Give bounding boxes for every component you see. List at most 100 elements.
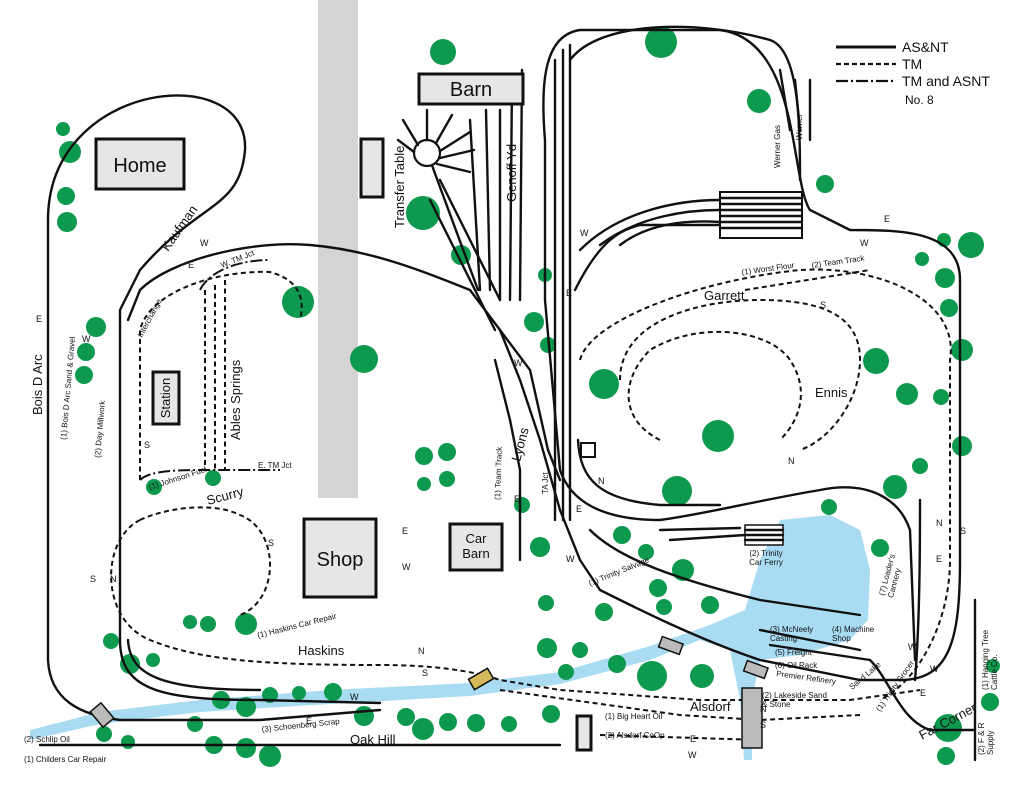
interchange-label: Interchange: [136, 297, 164, 339]
legend-both: TM and ASNT: [902, 73, 990, 89]
alsdorf-coop-label: (2) Alsdorf CoOp: [605, 731, 665, 740]
svg-text:S: S: [268, 538, 274, 548]
legend-asnt: AS&NT: [902, 39, 949, 55]
car-barn-building: [448, 522, 504, 572]
big-heart-oil-label: (1) Big Heart Oil: [605, 712, 663, 721]
svg-text:W: W: [860, 238, 869, 248]
transfer-table: [396, 108, 476, 174]
legend: AS&NT TM TM and ASNT No. 8: [836, 39, 990, 107]
trees: [56, 26, 1000, 767]
text-line: Casting: [770, 634, 797, 643]
werner-gas-label: Werner Gas: [773, 125, 782, 168]
garrett-label: Garrett: [704, 288, 745, 303]
hanging-tree-label: (1) Hanging TreeCattle Co.: [981, 629, 999, 690]
home-label: Home: [113, 155, 166, 177]
svg-text:N: N: [788, 456, 795, 466]
svg-text:W: W: [350, 692, 359, 702]
transfer-table-pit: [359, 137, 385, 199]
svg-text:S: S: [760, 720, 766, 730]
text-line: (1) Hanging Tree: [981, 629, 990, 690]
text-line: Supply: [986, 731, 995, 755]
svg-text:W: W: [930, 664, 939, 674]
trinity-salvage-label: (1) Trinity Salvage: [587, 555, 651, 588]
schlip-oil-label: (2) Schlip Oil: [24, 735, 70, 744]
garrett-marker: [580, 442, 596, 458]
ables-springs-label: Ables Springs: [228, 359, 243, 440]
svg-text:N: N: [418, 646, 425, 656]
svg-text:W: W: [580, 228, 589, 238]
svg-text:S: S: [422, 668, 428, 678]
team-track-lyons-label: (1) Team Track: [493, 446, 504, 500]
svg-text:S: S: [144, 440, 150, 450]
team-track-garrett-label: (2) Team Track: [811, 254, 866, 270]
childers-car-repair-label: (1) Childers Car Repair: [24, 755, 107, 764]
svg-text:W: W: [688, 750, 697, 760]
svg-text:N: N: [936, 518, 943, 528]
ferry-slip: [718, 191, 804, 546]
svg-text:E: E: [576, 504, 582, 514]
svg-text:W: W: [908, 642, 917, 652]
text-line: (2) Trinity: [749, 549, 782, 558]
dual-track: [139, 259, 280, 481]
legend-tm: TM: [902, 56, 922, 72]
svg-text:N: N: [110, 574, 117, 584]
day-millwork-label: (2) Day Millwork: [93, 399, 107, 458]
asnt-track: [38, 25, 977, 762]
svg-text:E: E: [402, 526, 408, 536]
text-line: (2) F & R: [977, 722, 986, 755]
svg-text:N: N: [760, 704, 767, 714]
svg-text:S: S: [90, 574, 96, 584]
text-line: (3) McNeely: [770, 625, 813, 634]
station-label: Station: [158, 378, 173, 418]
genoff-yd-label: Genoff Yd: [504, 144, 519, 202]
ennis-label: Ennis: [815, 385, 848, 400]
loaders-cannery-label: (7) Loader'sCannery: [877, 553, 906, 599]
svg-text:N: N: [598, 476, 605, 486]
bois-d-arc-label: Bois D Arc: [30, 354, 45, 415]
scurry-label: Scurry: [205, 484, 246, 508]
svg-text:E: E: [514, 494, 520, 504]
oak-hill-label: Oak Hill: [350, 732, 396, 747]
svg-text:E: E: [188, 260, 194, 270]
oil-rack-label: (6) Oil Rack: [775, 661, 818, 670]
tm-track: [110, 268, 952, 741]
svg-text:E: E: [884, 214, 890, 224]
text-line: (2) Lakeside Sand: [762, 691, 827, 700]
svg-text:E: E: [36, 314, 42, 324]
freight-label: (5) Freight: [775, 648, 813, 657]
svg-text:E: E: [690, 734, 696, 744]
svg-text:E: E: [566, 288, 572, 298]
werner-label: Werner: [795, 114, 804, 140]
alsdorf-label: Alsdorf: [690, 699, 731, 714]
svg-text:W: W: [514, 358, 523, 368]
barn-building: [417, 72, 525, 106]
svg-text:W: W: [566, 554, 575, 564]
f-and-r-supply-label: (2) F & RSupply: [977, 722, 995, 755]
svg-text:S: S: [820, 300, 826, 310]
johnson-fuel-label: (1) Johnson Fuel: [148, 465, 208, 492]
svg-text:E: E: [920, 688, 926, 698]
shop-building: [302, 517, 378, 599]
text-line: Car Ferry: [749, 558, 783, 567]
haskins-label: Haskins: [298, 643, 345, 658]
transfer-table-label: Transfer Table: [392, 146, 407, 228]
text-line: & Stone: [762, 700, 791, 709]
bridges: [89, 635, 770, 749]
barn-label: Barn: [450, 79, 492, 101]
svg-text:S: S: [960, 526, 966, 536]
svg-text:W: W: [82, 334, 91, 344]
text-line: Car: [466, 531, 488, 546]
station-building: [151, 370, 181, 426]
ta-jct-label: TA Jct: [541, 472, 550, 494]
text-line: (4) Machine: [832, 625, 875, 634]
kaufman-label: Kaufman: [158, 202, 200, 253]
shop-label: Shop: [317, 549, 364, 571]
text-line: Cattle Co.: [990, 654, 999, 690]
text-line: Barn: [462, 546, 489, 561]
